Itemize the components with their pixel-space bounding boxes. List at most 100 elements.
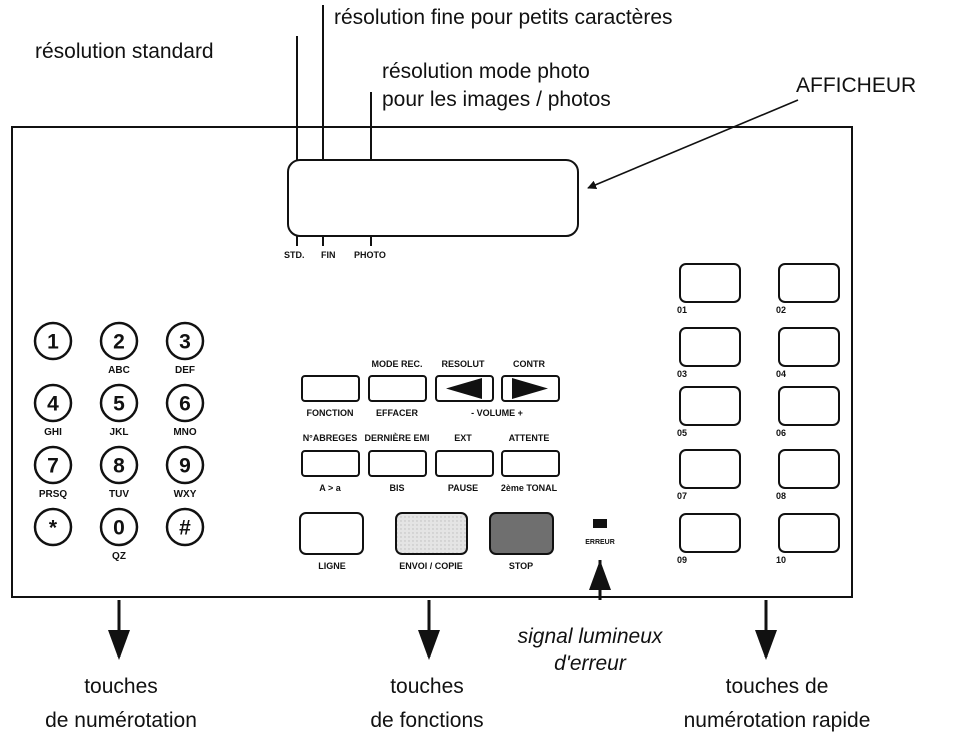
keypad-digit-hash: # — [179, 517, 191, 540]
arrow-down-functions-icon — [418, 630, 440, 660]
keypad-key-7[interactable] — [33, 445, 73, 485]
speed-dial-key-06[interactable] — [778, 386, 840, 426]
speed-dial-key-01[interactable] — [679, 263, 741, 303]
callout-fine-resolution: résolution fine pour petits caractères — [334, 6, 673, 29]
envoi-copie-button[interactable] — [395, 512, 468, 555]
caption-numbering-line2: de numérotation — [45, 709, 197, 732]
arrow-down-numbering-icon — [108, 630, 130, 660]
arrow-down-speed-icon — [755, 630, 777, 660]
abbreviated-dial-button[interactable] — [301, 450, 360, 477]
keypad-digit-0: 0 — [113, 517, 125, 540]
label-volume: - VOLUME + — [471, 408, 523, 418]
speed-dial-label-07: 07 — [677, 491, 687, 501]
keypad-letters-7: PRSQ — [39, 489, 68, 500]
error-led — [593, 519, 607, 528]
label-resolut: RESOLUT — [441, 359, 485, 369]
speed-dial-label-09: 09 — [677, 555, 687, 565]
keypad-letters-4: GHI — [44, 427, 62, 438]
caption-numbering-line1: touches — [84, 675, 158, 698]
keypad-key-5[interactable] — [99, 383, 139, 423]
keypad-digit-6: 6 — [179, 393, 191, 416]
speed-dial-label-06: 06 — [776, 428, 786, 438]
stop-button[interactable] — [489, 512, 554, 555]
keypad-letters-3: DEF — [175, 365, 195, 376]
label-attente: ATTENTE — [509, 433, 550, 443]
keypad-digit-3: 3 — [179, 331, 191, 354]
redial-button[interactable] — [368, 450, 427, 477]
speed-dial-label-02: 02 — [776, 305, 786, 315]
keypad-letters-9: WXY — [174, 489, 197, 500]
lcd-display — [287, 159, 579, 237]
arrow-display — [587, 99, 799, 190]
keypad-key-3[interactable] — [165, 321, 205, 361]
keypad-key-6[interactable] — [165, 383, 205, 423]
label-erreur: ERREUR — [585, 539, 615, 546]
speed-dial-key-04[interactable] — [778, 327, 840, 367]
speed-dial-key-05[interactable] — [679, 386, 741, 426]
caption-speed-line1: touches de — [726, 675, 829, 698]
arrow-left-icon — [446, 378, 482, 399]
callout-display: AFFICHEUR — [796, 74, 916, 97]
label-effacer: EFFACER — [376, 408, 419, 418]
keypad-digit-9: 9 — [179, 455, 191, 478]
keypad-letters-8: TUV — [109, 489, 129, 500]
keypad-digit-star: * — [49, 517, 58, 540]
speed-dial-key-07[interactable] — [679, 449, 741, 489]
label-contr: CONTR — [513, 359, 545, 369]
fax-panel — [11, 126, 853, 598]
keypad-key-star[interactable] — [33, 507, 73, 547]
speed-dial-key-09[interactable] — [679, 513, 741, 553]
keypad-letters-0: QZ — [112, 551, 126, 562]
resolution-label-std: STD. — [284, 250, 305, 260]
keypad-digit-4: 4 — [47, 393, 59, 416]
label-envoi-copie: ENVOI / COPIE — [399, 561, 463, 571]
speed-dial-label-01: 01 — [677, 305, 687, 315]
caption-error-line1: signal lumineux — [518, 625, 664, 648]
speed-dial-key-08[interactable] — [778, 449, 840, 489]
keypad-key-1[interactable] — [33, 321, 73, 361]
label-pause: PAUSE — [448, 483, 478, 493]
label-ligne: LIGNE — [318, 561, 346, 571]
caption-functions-line2: de fonctions — [370, 709, 483, 732]
label-case: A > a — [319, 483, 341, 493]
keypad-digit-8: 8 — [113, 455, 125, 478]
keypad-key-8[interactable] — [99, 445, 139, 485]
keypad-key-4[interactable] — [33, 383, 73, 423]
caption-speed-line2: numérotation rapide — [684, 709, 871, 732]
ligne-button[interactable] — [299, 512, 364, 555]
speed-dial-key-03[interactable] — [679, 327, 741, 367]
keypad-key-2[interactable] — [99, 321, 139, 361]
label-ext: EXT — [454, 433, 472, 443]
callout-photo-resolution-line2: pour les images / photos — [382, 88, 611, 111]
keypad-digit-7: 7 — [47, 455, 59, 478]
label-n-abreges: N°ABREGES — [303, 433, 358, 443]
keypad-key-hash[interactable] — [165, 507, 205, 547]
arrow-right-icon — [512, 378, 548, 399]
keypad-digit-2: 2 — [113, 331, 125, 354]
label-2eme-tonal: 2ème TONAL — [501, 483, 558, 493]
speed-dial-key-10[interactable] — [778, 513, 840, 553]
keypad-key-9[interactable] — [165, 445, 205, 485]
callout-standard-resolution: résolution standard — [35, 40, 214, 63]
caption-error-line2: d'erreur — [554, 652, 627, 675]
keypad-letters-5: JKL — [110, 427, 129, 438]
speed-dial-label-08: 08 — [776, 491, 786, 501]
tone-button[interactable] — [501, 450, 560, 477]
effacer-button[interactable] — [368, 375, 427, 402]
speed-dial-label-03: 03 — [677, 369, 687, 379]
pause-button[interactable] — [435, 450, 494, 477]
arrow-up-error-icon — [589, 560, 611, 590]
speed-dial-key-02[interactable] — [778, 263, 840, 303]
label-mode-rec: MODE REC. — [371, 359, 422, 369]
fonction-button[interactable] — [301, 375, 360, 402]
label-fonction: FONCTION — [307, 408, 354, 418]
label-stop: STOP — [509, 561, 533, 571]
callout-photo-resolution-line1: résolution mode photo — [382, 60, 590, 83]
keypad-key-0[interactable] — [99, 507, 139, 547]
keypad-letters-2: ABC — [108, 365, 130, 376]
keypad-digit-1: 1 — [47, 331, 59, 354]
